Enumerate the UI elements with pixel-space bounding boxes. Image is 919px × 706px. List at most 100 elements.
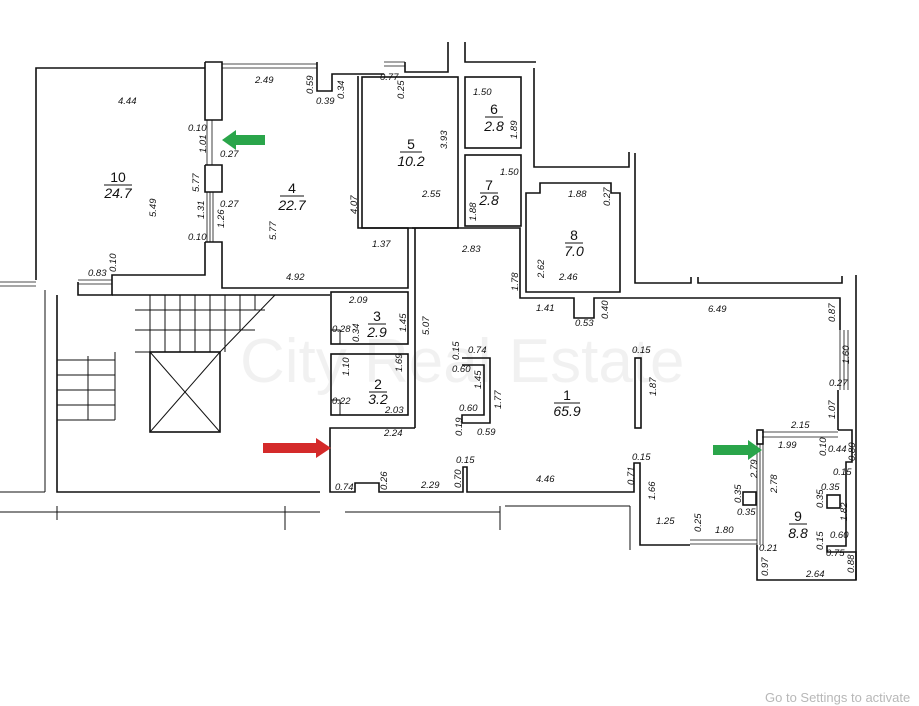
svg-text:2.9: 2.9: [366, 324, 387, 340]
walls: [0, 42, 857, 581]
svg-text:3.2: 3.2: [368, 391, 388, 407]
dim-label: 1.50: [500, 167, 519, 178]
dim-label: 1.77: [493, 390, 504, 409]
dim-label: 0.53: [575, 318, 594, 329]
dim-label: 0.80: [847, 442, 858, 461]
dim-label: 0.34: [336, 81, 347, 100]
dim-label: 2.29: [420, 480, 440, 491]
dim-label: 0.77: [380, 72, 399, 83]
dim-label: 0.71: [626, 467, 637, 486]
dim-label: 1.88: [568, 189, 587, 200]
svg-text:1: 1: [563, 387, 571, 403]
dim-label: 0.10: [818, 437, 829, 456]
dim-label: 0.15: [815, 531, 826, 550]
dim-label: 2.24: [383, 428, 403, 439]
dim-label: 0.19: [454, 417, 465, 436]
svg-text:3: 3: [373, 308, 381, 324]
svg-text:8: 8: [570, 227, 578, 243]
dim-label: 4.92: [286, 272, 305, 283]
svg-text:10.2: 10.2: [397, 153, 424, 169]
dim-label: 0.60: [830, 530, 849, 541]
dim-label: 0.40: [600, 300, 611, 319]
dim-label: 0.10: [188, 232, 207, 243]
red-arrow-right-icon: [263, 438, 331, 458]
dim-label: 0.35: [815, 489, 826, 508]
dim-label: 0.35: [737, 507, 756, 518]
svg-text:22.7: 22.7: [277, 197, 306, 213]
dim-label: 5.07: [421, 316, 432, 335]
dim-label: 1.88: [468, 202, 479, 221]
dim-label: 5.77: [191, 173, 202, 192]
dim-label: 1.25: [656, 516, 675, 527]
dim-label: 0.15: [632, 345, 651, 356]
room-1: 165.9: [553, 387, 580, 419]
dim-label: 2.78: [769, 474, 780, 494]
dim-label: 0.27: [220, 199, 239, 210]
watermark: City Real Estate: [240, 327, 685, 396]
svg-text:5: 5: [407, 136, 415, 152]
dim-label: 1.87: [648, 377, 659, 396]
room-8: 87.0: [564, 227, 584, 259]
svg-text:2: 2: [374, 376, 382, 392]
dim-label: 2.15: [790, 420, 810, 431]
dim-label: 1.78: [510, 272, 521, 291]
svg-text:4: 4: [288, 180, 296, 196]
dim-label: 1.82: [839, 502, 850, 521]
svg-text:65.9: 65.9: [553, 403, 580, 419]
dim-label: 1.10: [341, 357, 352, 376]
dim-label: 1.99: [778, 440, 797, 451]
dim-label: 0.59: [305, 75, 316, 94]
dim-label: 0.15: [451, 341, 462, 360]
svg-text:6: 6: [490, 101, 498, 117]
dim-label: 2.79: [749, 459, 760, 479]
green-arrow-right-icon: [713, 440, 762, 460]
dim-label: 0.39: [316, 96, 335, 107]
svg-text:9: 9: [794, 508, 802, 524]
dim-label: 0.28: [332, 324, 351, 335]
dim-label: 2.55: [421, 189, 441, 200]
dim-label: 1.45: [473, 370, 484, 389]
dim-label: 1.01: [198, 135, 209, 154]
dim-label: 5.77: [268, 221, 279, 240]
dim-label: 2.62: [536, 259, 547, 279]
dim-label: 0.74: [335, 482, 354, 493]
svg-text:24.7: 24.7: [103, 185, 132, 201]
dim-label: 0.21: [759, 543, 778, 554]
dim-label: 0.60: [452, 364, 471, 375]
dim-label: 0.34: [351, 324, 362, 343]
dim-label: 0.22: [332, 396, 351, 407]
dim-label: 0.60: [459, 403, 478, 414]
dim-label: 4.46: [536, 474, 555, 485]
dim-label: 0.27: [220, 149, 239, 160]
dim-label: 0.88: [846, 554, 857, 573]
room-3: 32.9: [366, 308, 387, 340]
dim-label: 0.25: [396, 80, 407, 99]
dim-label: 2.49: [254, 75, 274, 86]
svg-text:7: 7: [485, 177, 493, 193]
dim-label: 2.03: [384, 405, 404, 416]
dim-label: 4.44: [118, 96, 137, 107]
dim-label: 1.69: [394, 353, 405, 372]
dim-label: 2.46: [558, 272, 578, 283]
dim-label: 0.10: [188, 123, 207, 134]
dim-label: 6.49: [708, 304, 727, 315]
dim-label: 1.50: [473, 87, 492, 98]
green-arrow-left-icon: [222, 130, 265, 150]
dim-label: 3.93: [439, 130, 450, 149]
dim-label: 1.37: [372, 239, 391, 250]
svg-text:7.0: 7.0: [564, 243, 584, 259]
dim-label: 5.49: [148, 198, 159, 217]
dim-label: 1.89: [509, 120, 520, 139]
dim-label: 0.15: [632, 452, 651, 463]
dim-label: 1.31: [196, 201, 207, 220]
dim-label: 0.27: [602, 187, 613, 206]
dim-label: 0.87: [827, 303, 838, 322]
dim-label: 1.80: [715, 525, 734, 536]
dimension-labels: 4.44 2.49 0.59 0.39 0.34 0.77 0.25 0.10 …: [88, 72, 858, 580]
dim-label: 2.64: [805, 569, 825, 580]
dim-label: 1.66: [647, 481, 658, 500]
